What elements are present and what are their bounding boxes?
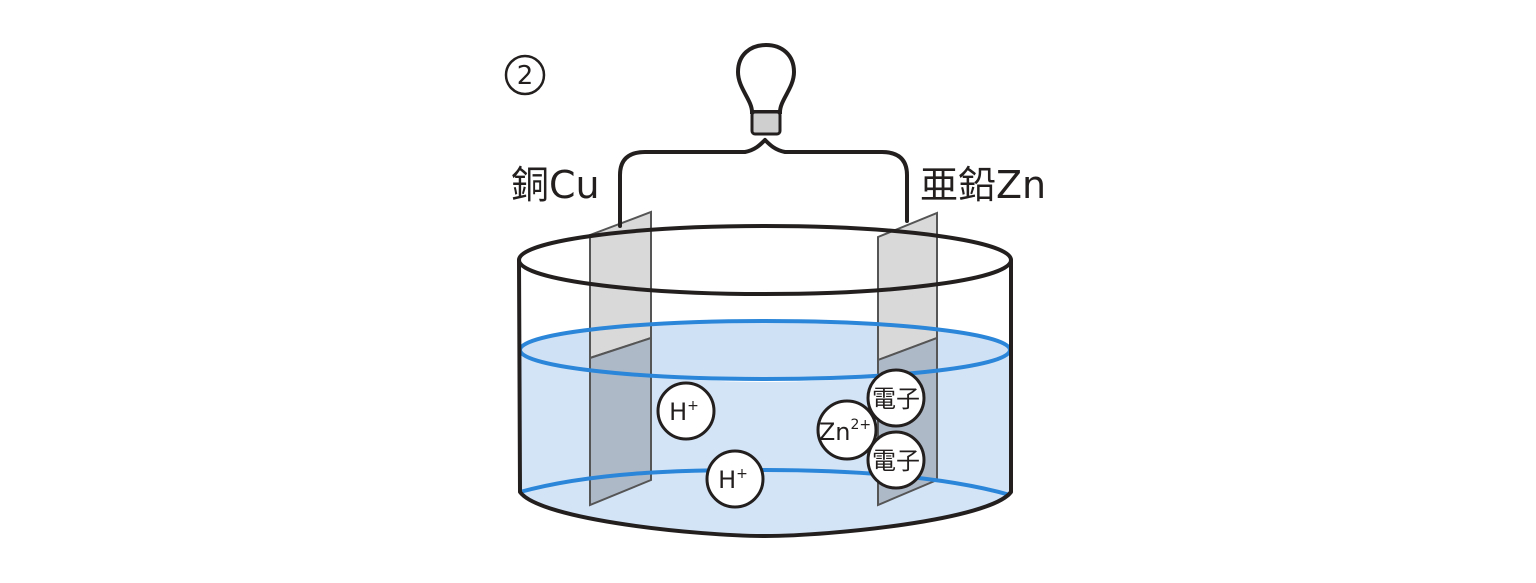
water-bottom-line bbox=[519, 467, 1011, 497]
copper-electrode bbox=[589, 210, 652, 507]
light-bulb-icon bbox=[735, 42, 797, 136]
beaker bbox=[517, 224, 1013, 538]
wires bbox=[618, 138, 909, 228]
svg-text:電子: 電子 bbox=[872, 385, 920, 413]
svg-text:電子: 電子 bbox=[872, 447, 920, 475]
svg-text:H+: H+ bbox=[669, 398, 699, 426]
svg-text:H+: H+ bbox=[718, 466, 748, 494]
zinc-ion: Zn2+ bbox=[816, 399, 878, 461]
electron: 電子 bbox=[866, 368, 926, 428]
hydrogen-ion: H+ bbox=[656, 381, 716, 441]
svg-text:Zn2+: Zn2+ bbox=[819, 417, 871, 446]
figure-number: 2 bbox=[504, 54, 546, 96]
copper-label: 銅Cu bbox=[511, 163, 600, 207]
electron: 電子 bbox=[866, 430, 926, 490]
figure-number-text: 2 bbox=[517, 61, 534, 91]
zinc-label: 亜鉛Zn bbox=[920, 163, 1046, 207]
hydrogen-ion: H+ bbox=[705, 449, 765, 509]
